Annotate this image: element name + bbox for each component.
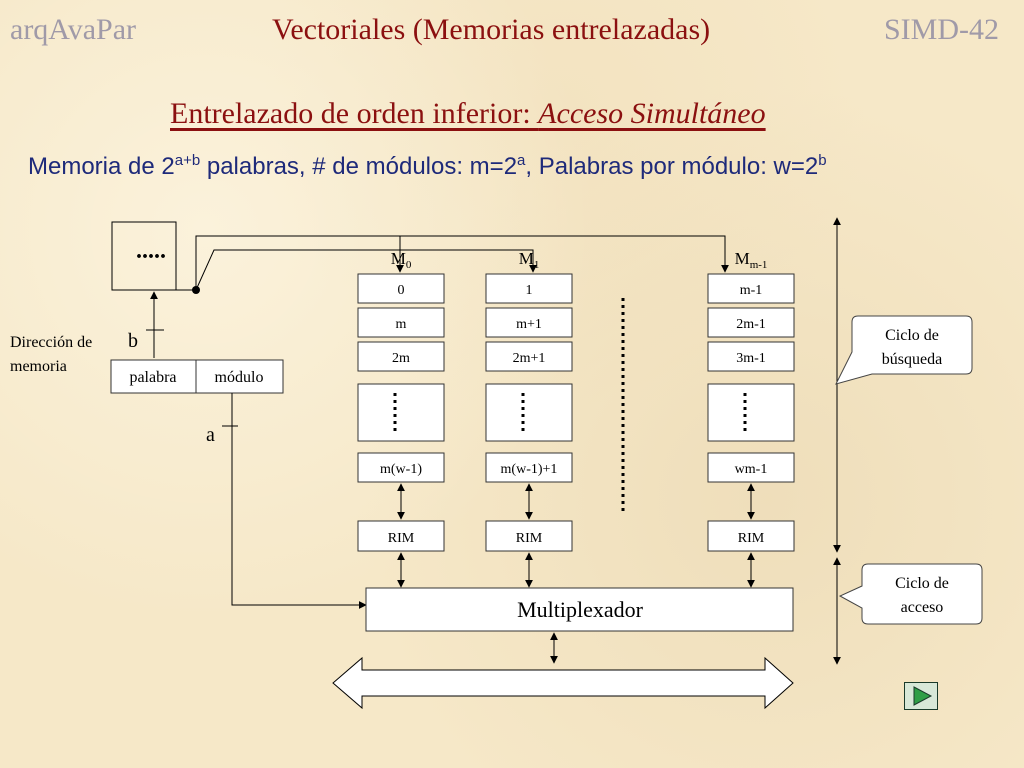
module-header-name: M <box>391 249 406 268</box>
module-header-1: M1 <box>519 249 540 271</box>
subtitle-italic: Acceso Simultáneo <box>538 97 766 130</box>
callout-access-line2: acceso <box>901 599 944 616</box>
memory-info-line: Memoria de 2a+b palabras, # de módulos: … <box>28 152 827 182</box>
a-label: a <box>206 424 215 446</box>
module-header-name: M <box>735 249 750 268</box>
memory-modules: M00m2mm(w-1)RIMM11m+12m+1m(w-1)+1RIMMm-1… <box>357 249 795 588</box>
next-slide-button[interactable] <box>904 682 938 710</box>
memory-cell-last <box>485 452 573 483</box>
info-part-3: , Palabras por módulo: w=2 <box>525 153 819 180</box>
rim-label: RIM <box>388 531 415 546</box>
memory-cell <box>707 341 795 372</box>
memory-cell-label: 2m-1 <box>736 317 766 332</box>
multiplexer-label: Multiplexador <box>517 597 644 622</box>
memory-cell-label: 2m <box>392 351 410 366</box>
memory-cell <box>485 341 573 372</box>
memory-cell-last <box>357 452 445 483</box>
callout-fetch-line2: búsqueda <box>882 351 942 368</box>
memory-cell-last-label: m(w-1) <box>380 462 422 477</box>
memory-cell-ellipsis <box>357 383 445 442</box>
slide-title: Vectoriales (Memorias entrelazadas) <box>272 13 711 46</box>
memory-cell <box>707 273 795 304</box>
info-sup-2: a <box>517 152 526 169</box>
module-header-0: M0 <box>391 249 412 271</box>
field-module-box <box>195 359 284 394</box>
memory-cell-ellipsis <box>707 383 795 442</box>
module-header-sub: 0 <box>406 259 412 271</box>
module-header-name: M <box>519 249 534 268</box>
b-label: b <box>128 330 138 352</box>
field-word-box <box>110 359 197 394</box>
rim-box <box>707 520 795 552</box>
memory-cell <box>357 273 445 304</box>
header-course-code: arqAvaPar <box>10 13 137 46</box>
rim-label: RIM <box>516 531 543 546</box>
slide-number: SIMD-42 <box>884 13 1000 46</box>
module-header-sub: m-1 <box>750 259 768 271</box>
memory-cell-label: m-1 <box>740 283 763 298</box>
module-header-sub: 1 <box>534 259 540 271</box>
play-triangle-icon <box>913 686 933 706</box>
memory-cell-label: 2m+1 <box>513 351 546 366</box>
memory-cell <box>707 307 795 338</box>
memory-cell-label: 1 <box>526 283 533 298</box>
bus-to-m1 <box>195 249 537 291</box>
callout-fetch-line1: Ciclo de <box>885 327 939 344</box>
module-select-line <box>231 393 367 609</box>
memory-cell-label: m <box>396 317 407 332</box>
multiplexer-box <box>365 587 794 632</box>
slide-subtitle: Entrelazado de orden inferior: Acceso Si… <box>170 96 766 132</box>
memory-cell-ellipsis <box>485 383 573 442</box>
dots-top: ..... <box>136 238 166 264</box>
memory-cell-last-label: wm-1 <box>735 462 768 477</box>
rim-box <box>485 520 573 552</box>
address-label-2: memoria <box>10 358 67 375</box>
rim-box <box>357 520 445 552</box>
info-sup-1: a+b <box>174 152 201 169</box>
info-part-2: palabras, # de módulos: m=2 <box>200 153 518 180</box>
memory-cell-label: 0 <box>398 283 405 298</box>
field-word-label: palabra <box>129 369 176 386</box>
address-label-1: Dirección de <box>10 334 92 351</box>
bus-to-mm1 <box>195 235 729 290</box>
rim-label: RIM <box>738 531 765 546</box>
output-bus-arrow <box>332 656 794 710</box>
callout-access <box>838 563 983 625</box>
callout-access-line1: Ciclo de <box>895 575 949 592</box>
info-part-1: Memoria de 2 <box>28 153 175 180</box>
memory-cell-label: m+1 <box>516 317 542 332</box>
subtitle-main: Entrelazado de orden inferior: <box>170 97 539 130</box>
memory-cell <box>485 273 573 304</box>
field-module-label: módulo <box>215 369 264 386</box>
memory-cell <box>357 341 445 372</box>
info-sup-3: b <box>818 152 827 169</box>
memory-cell-last <box>707 452 795 483</box>
memory-cell-last-label: m(w-1)+1 <box>501 462 558 477</box>
callout-fetch <box>835 315 973 385</box>
memory-cell <box>357 307 445 338</box>
module-header-2: Mm-1 <box>735 249 768 271</box>
memory-cell <box>485 307 573 338</box>
memory-cell-label: 3m-1 <box>736 351 766 366</box>
